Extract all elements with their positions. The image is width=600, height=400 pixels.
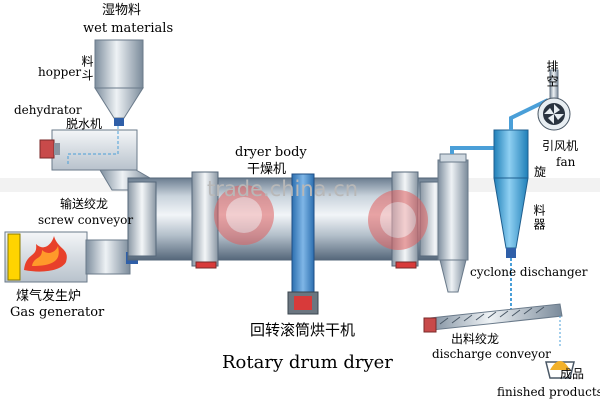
label-discharge-cn: 出料绞龙 <box>451 332 500 346</box>
label-dehydrator-en: dehydrator <box>14 103 82 117</box>
label-finished-en: finished products <box>497 385 600 399</box>
label-discharge-en: discharge conveyor <box>432 347 551 361</box>
label-gas-generator-cn: 煤气发生炉 <box>16 289 82 304</box>
gas-generator-icon <box>4 231 138 283</box>
finished-products-icon <box>545 361 575 379</box>
label-dryer-body-cn: 干燥机 <box>247 162 287 177</box>
fan-icon <box>537 69 571 131</box>
cyclone-icon <box>493 98 549 314</box>
label-gas-generator-en: Gas generator <box>10 305 105 320</box>
label-hopper-en: hopper <box>38 65 82 79</box>
label-cyclone-cn-b: 料器 <box>532 204 546 232</box>
dehydrator-icon <box>39 126 138 171</box>
label-cyclone-en: cyclone dischanger <box>470 265 588 279</box>
label-rotary-cn: 回转滚筒烘干机 <box>250 321 356 339</box>
outlet-hood-icon <box>437 146 494 293</box>
diagram-title: Rotary drum dryer <box>222 352 393 373</box>
watermark-logo-icon <box>214 185 428 250</box>
label-wet-materials-en: wet materials <box>83 21 174 36</box>
label-dehydrator-cn: 脱水机 <box>66 117 103 131</box>
label-screw-cn: 输送绞龙 <box>60 197 109 211</box>
label-exhaust-cn: 排空 <box>545 60 559 90</box>
flame-icon <box>24 236 67 272</box>
discharge-conveyor-icon <box>423 303 563 346</box>
watermark-text: trade.china.cn <box>207 177 359 201</box>
label-fan-en: fan <box>556 155 576 169</box>
label-cyclone-cn-a: 旋 <box>534 165 547 179</box>
label-wet-materials-cn: 湿物料 <box>102 3 142 18</box>
label-fan-cn: 引风机 <box>542 139 579 153</box>
label-screw-en: screw conveyor <box>38 213 134 227</box>
label-hopper-cn: 料斗 <box>80 55 94 83</box>
hopper-icon <box>94 39 144 126</box>
label-dryer-body-en: dryer body <box>235 145 307 160</box>
label-finished-cn: 成品 <box>560 367 585 381</box>
